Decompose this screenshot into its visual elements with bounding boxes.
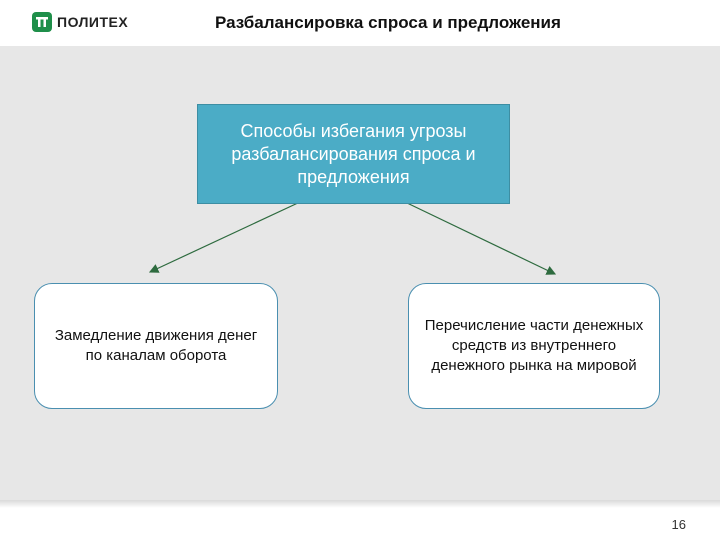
page-number: 16: [671, 517, 686, 532]
politech-logo-icon: [32, 12, 52, 32]
branch-node-right-label: Перечисление части денежных средств из в…: [424, 317, 644, 374]
root-node-label: Способы избегания угрозы разбалансирован…: [231, 120, 476, 187]
logo-text: ПОЛИТЕХ: [57, 14, 129, 30]
slide-title: Разбалансировка спроса и предложения: [215, 13, 561, 32]
footer-divider: [0, 500, 720, 508]
slide-header: ПОЛИТЕХ Разбалансировка спроса и предлож…: [0, 0, 720, 44]
branch-node-left: Замедление движения денег по каналам обо…: [34, 283, 278, 409]
root-node: Способы избегания угрозы разбалансирован…: [197, 104, 510, 204]
branch-node-left-label: Замедление движения денег по каналам обо…: [54, 327, 258, 364]
politech-logo: ПОЛИТЕХ: [32, 11, 128, 33]
branch-node-right: Перечисление части денежных средств из в…: [408, 283, 660, 409]
